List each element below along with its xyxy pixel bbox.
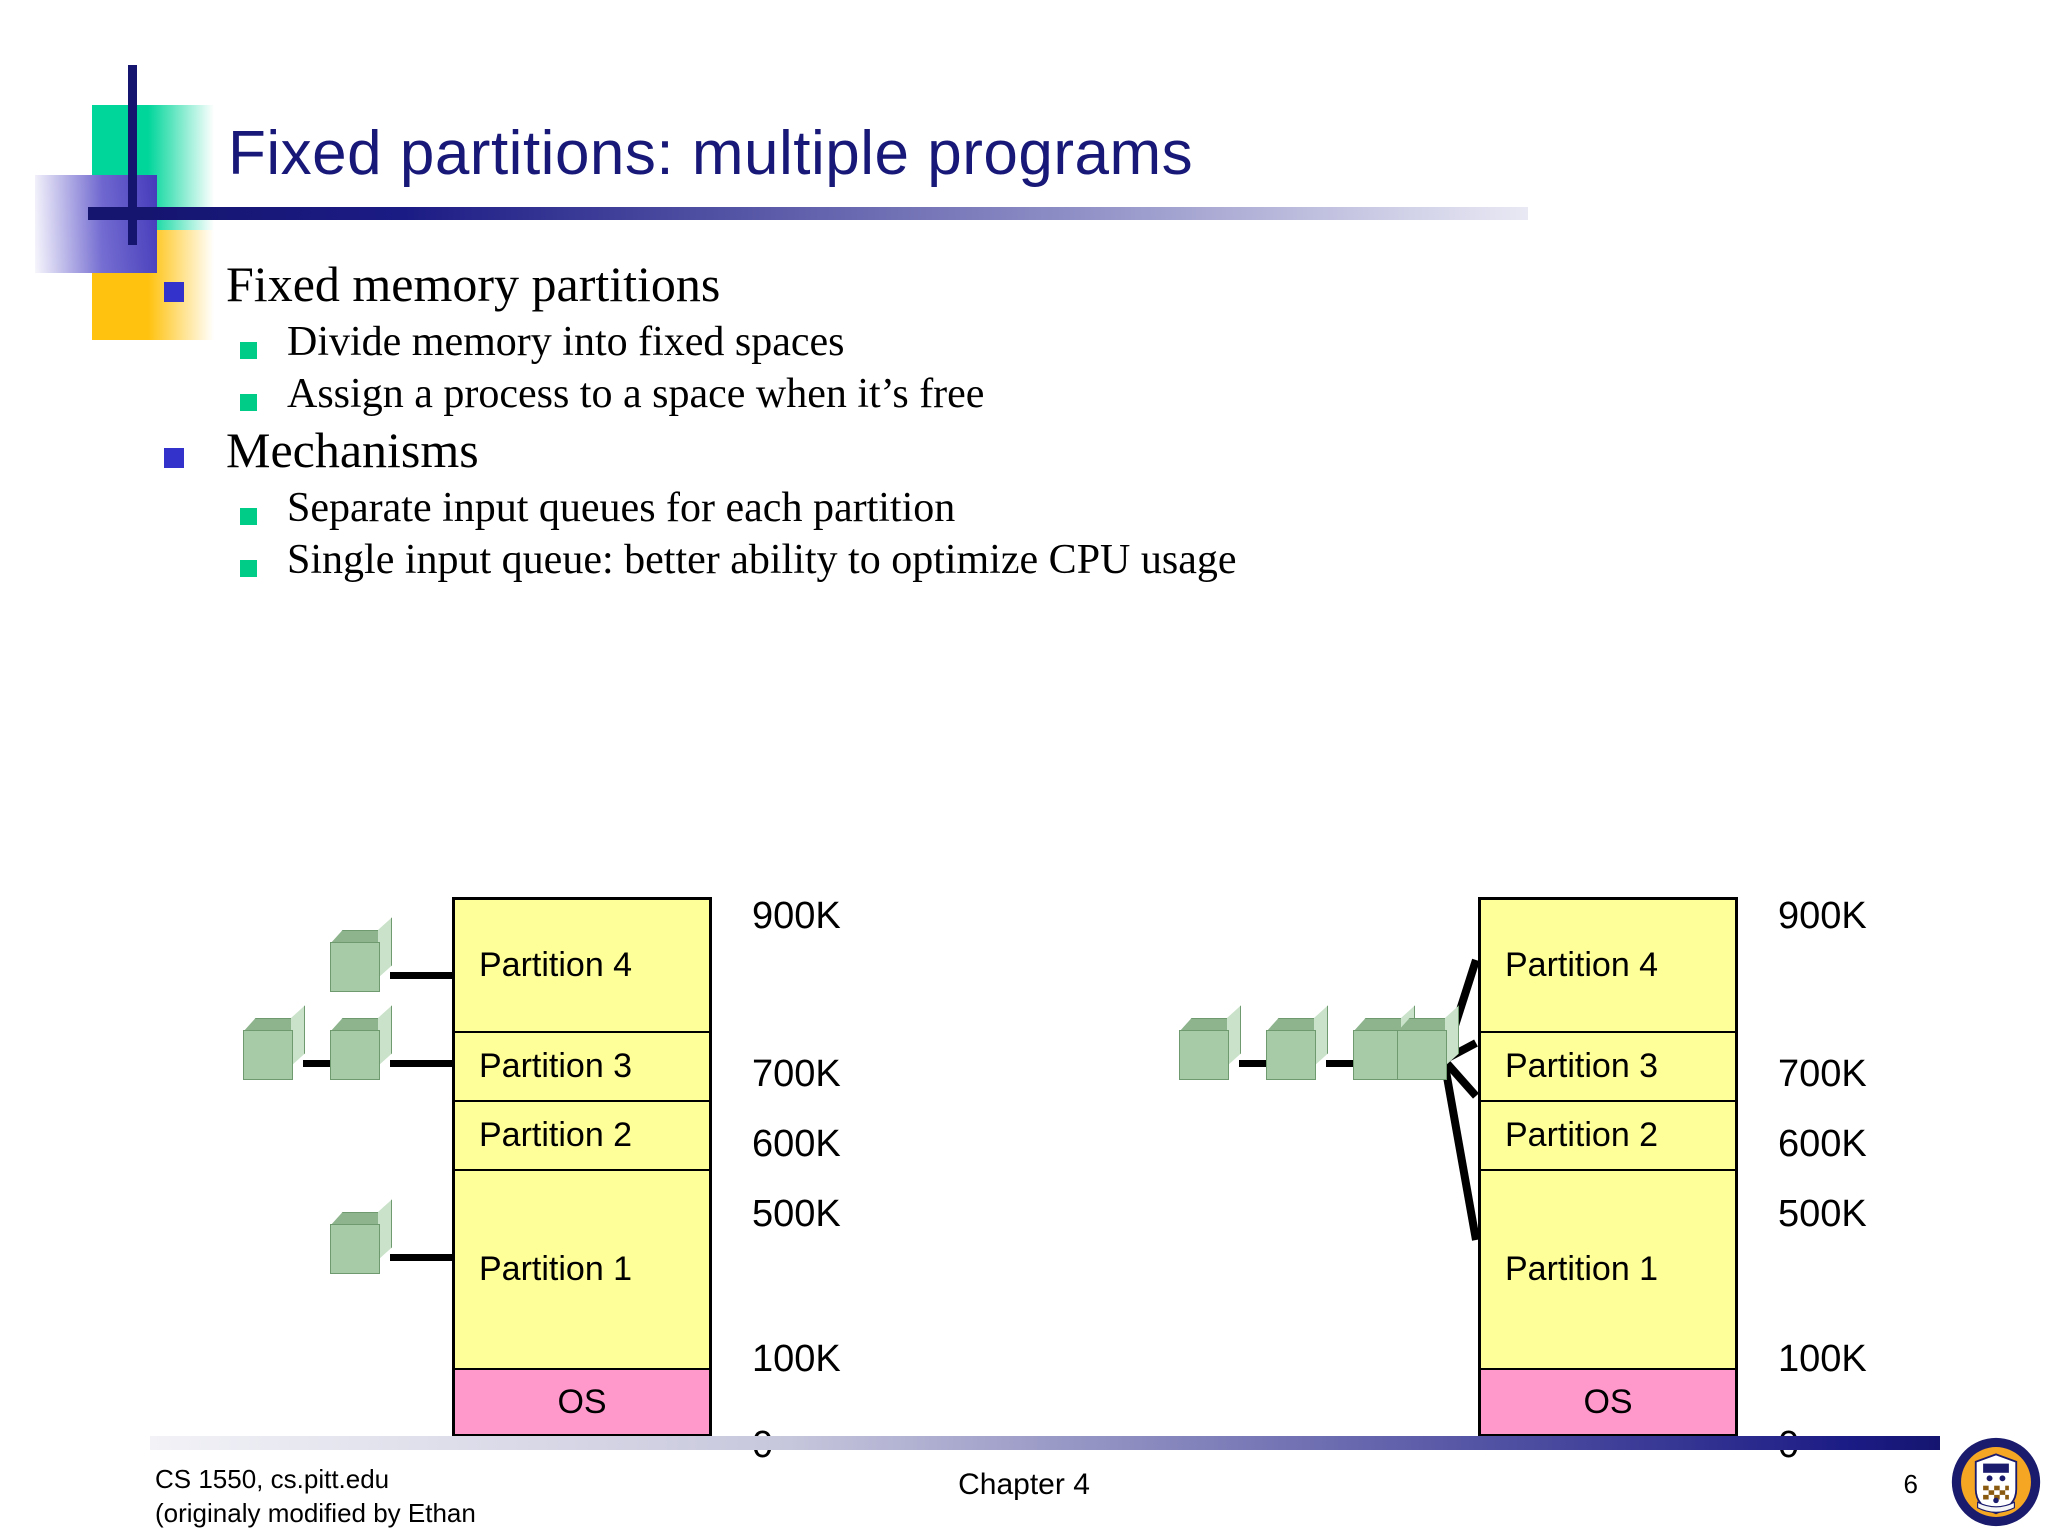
queue-connector <box>390 1060 454 1067</box>
cube-front-face <box>330 1224 380 1274</box>
cube-front-face <box>1397 1030 1447 1080</box>
decoration-vertical-rule <box>128 65 137 245</box>
diagram-single-queue: Partition 4 Partition 3 Partition 2 Part… <box>1024 0 2048 1536</box>
address-label: 100K <box>752 1338 841 1380</box>
slide-decoration <box>0 0 300 340</box>
cube-side-face <box>1314 1005 1328 1066</box>
address-label: 500K <box>752 1193 841 1235</box>
list-item: Mechanisms <box>150 421 1650 480</box>
footer-page-number: 6 <box>1903 1469 1918 1499</box>
bullet-square-icon <box>164 282 184 302</box>
list-item: Assign a process to a space when it’s fr… <box>150 370 1650 420</box>
footer-course-line2: (originaly modified by Ethan <box>155 1497 476 1528</box>
cube-front-face <box>330 1030 380 1080</box>
bullet-square-icon <box>240 508 257 526</box>
process-cube <box>243 1005 305 1080</box>
os-block: OS <box>455 1370 709 1434</box>
list-item: Separate input queues for each partition <box>150 484 1650 534</box>
process-cube <box>1179 1005 1241 1080</box>
cube-side-face <box>378 1199 392 1260</box>
list-item-label: Mechanisms <box>226 422 479 479</box>
partition-block: Partition 4 <box>1481 900 1735 1033</box>
process-cube <box>1353 1005 1415 1080</box>
footer-divider <box>150 1436 1940 1450</box>
bullet-square-icon <box>164 448 184 469</box>
bullet-square-icon <box>240 342 257 359</box>
queue-connector <box>303 1060 331 1067</box>
footer-course-line1: CS 1550, cs.pitt.edu <box>155 1464 390 1495</box>
list-item-label: Fixed memory partitions <box>226 256 721 312</box>
address-label: 600K <box>1778 1123 1867 1165</box>
partition-block: Partition 3 <box>1481 1033 1735 1102</box>
list-item: Divide memory into fixed spaces <box>150 318 1650 368</box>
partition-block: Partition 2 <box>455 1102 709 1171</box>
process-cube <box>330 917 392 992</box>
cube-side-face <box>1445 1005 1459 1066</box>
process-cube <box>330 1199 392 1274</box>
title-underline-rule <box>88 207 1528 220</box>
footer-chapter: Chapter 4 <box>958 1468 1090 1501</box>
cube-side-face <box>378 917 392 978</box>
list-item: Single input queue: better ability to op… <box>150 536 1650 586</box>
cube-side-face <box>291 1005 305 1066</box>
process-cube <box>1266 1005 1328 1080</box>
queue-connector <box>390 972 454 979</box>
bullet-square-icon <box>240 393 257 411</box>
address-label: 500K <box>1778 1193 1867 1235</box>
pitt-seal-logo <box>1951 1437 2041 1527</box>
memory-column-left: Partition 4 Partition 3 Partition 2 Part… <box>452 897 712 1437</box>
partition-block: Partition 2 <box>1481 1102 1735 1171</box>
page-title: Fixed partitions: multiple programs <box>228 119 1194 188</box>
list-item-label: Divide memory into fixed spaces <box>287 319 845 365</box>
cube-front-face <box>330 942 380 992</box>
bullet-square-icon <box>240 559 257 577</box>
list-item-label: Assign a process to a space when it’s fr… <box>287 370 985 417</box>
queue-connector <box>390 1254 454 1261</box>
cube-side-face <box>378 1005 392 1066</box>
address-label: 900K <box>1778 895 1867 937</box>
cube-front-face <box>1353 1030 1403 1080</box>
queue-connector <box>1326 1060 1354 1067</box>
cube-front-face <box>1179 1030 1229 1080</box>
bullet-list: Fixed memory partitions Divide memory in… <box>150 255 1650 587</box>
footer-course-info: CS 1550, cs.pitt.edu (originaly modified… <box>155 1463 476 1530</box>
cube-front-face <box>1266 1030 1316 1080</box>
partition-block: Partition 1 <box>1481 1171 1735 1370</box>
partition-block: Partition 3 <box>455 1033 709 1102</box>
queue-connector <box>1239 1060 1267 1067</box>
memory-column-right: Partition 4 Partition 3 Partition 2 Part… <box>1478 897 1738 1437</box>
address-label: 900K <box>752 895 841 937</box>
cube-side-face <box>1227 1005 1241 1066</box>
list-item-label: Single input queue: better ability to op… <box>287 536 1237 583</box>
address-label: 600K <box>752 1123 841 1165</box>
address-label: 700K <box>1778 1053 1867 1095</box>
list-item: Fixed memory partitions <box>150 255 1650 314</box>
process-cube <box>330 1005 392 1080</box>
cube-front-face <box>243 1030 293 1080</box>
partition-block: Partition 4 <box>455 900 709 1033</box>
process-cube <box>1397 1005 1459 1080</box>
address-label: 700K <box>752 1053 841 1095</box>
partition-block: Partition 1 <box>455 1171 709 1370</box>
list-item-label: Separate input queues for each partition <box>287 485 956 532</box>
address-label: 100K <box>1778 1338 1867 1380</box>
diagram-separate-queues: Partition 4 Partition 3 Partition 2 Part… <box>243 895 841 1466</box>
os-block: OS <box>1481 1370 1735 1434</box>
